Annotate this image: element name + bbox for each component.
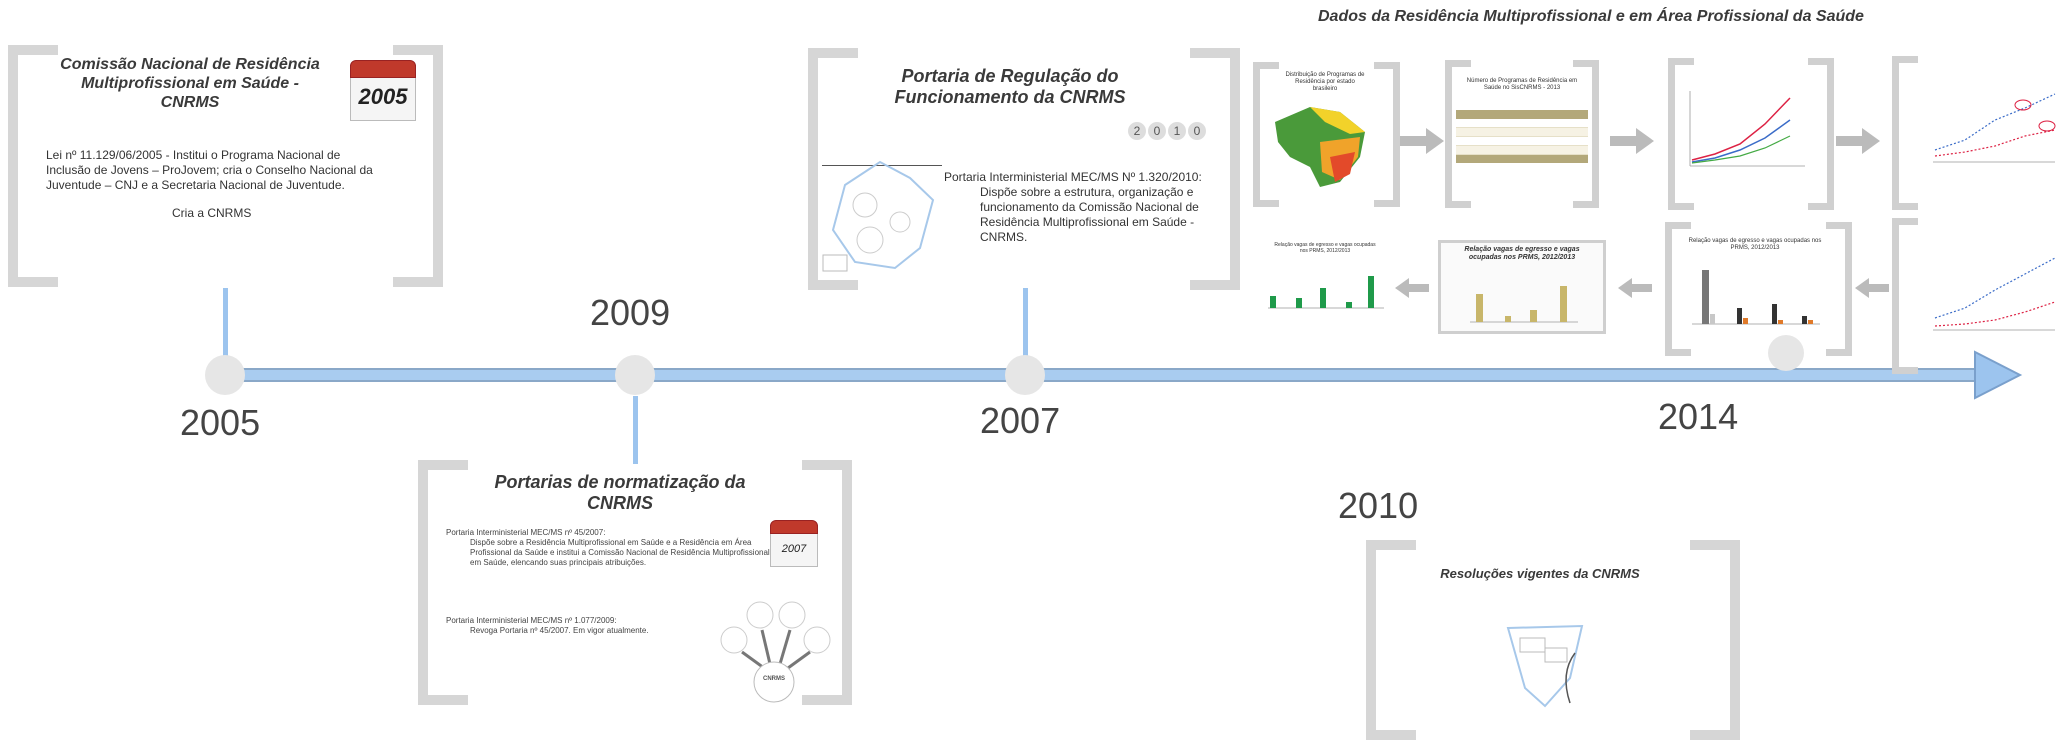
thumb-title: Número de Programas de Residência em Saú… — [1466, 78, 1578, 91]
arrow-right-icon — [1836, 128, 1880, 154]
arrow-right-icon — [1610, 128, 1654, 154]
bracket-right — [1690, 540, 1740, 740]
bracket-right — [802, 460, 852, 705]
bracket-left — [1668, 58, 1694, 210]
bracket-left — [1892, 56, 1918, 210]
center-label: CNRMS — [763, 676, 785, 682]
trend-chart-sketch — [1933, 257, 2056, 331]
calendar-icon: 2007 — [770, 520, 818, 567]
bracket-right — [1808, 58, 1834, 210]
bar-chart-sketch — [1470, 286, 1578, 323]
thumb-title: Relação vagas de egresso e vagas ocupada… — [1464, 246, 1580, 261]
frame-title: Portarias de normatização da CNRMS — [494, 472, 746, 513]
year-label-2010: 2010 — [1338, 485, 1419, 526]
bar-chart-sketch — [1268, 276, 1384, 309]
thumb-title: Distribuição de Programas de Residência … — [1285, 72, 1365, 92]
arrow-left-icon — [1618, 278, 1652, 298]
trend-chart-sketch — [1933, 93, 2056, 163]
bracket-left — [1892, 218, 1918, 374]
bracket-left — [1366, 540, 1416, 740]
dados-title: Dados da Residência Multiprofissional e … — [1318, 8, 1864, 25]
frame-title: Resoluções vigentes da CNRMS — [1440, 566, 1640, 581]
thumb-box — [1438, 240, 1606, 334]
connector-2007 — [1023, 288, 1028, 356]
timeline-dot-2009[interactable] — [615, 355, 655, 395]
thumb-title: Relação vagas de egresso e vagas ocupada… — [1688, 238, 1822, 251]
portaria-2-head: Portaria Interministerial MEC/MS nº 1.07… — [446, 616, 617, 625]
resolucoes-sketch-icon — [1506, 624, 1584, 708]
bracket-left — [8, 45, 58, 287]
frame-body-head: Portaria Interministerial MEC/MS Nº 1.32… — [944, 170, 1202, 184]
hierarchy-diagram-icon — [720, 601, 831, 703]
year-label-2005: 2005 — [180, 402, 261, 443]
thumb-title: Relação vagas de egresso e vagas ocupada… — [1274, 242, 1376, 254]
bracket-right — [393, 45, 443, 287]
bracket-left — [1253, 62, 1279, 207]
digit: 1 — [1168, 122, 1186, 140]
portaria-1-head: Portaria Interministerial MEC/MS nº 45/2… — [446, 528, 606, 537]
digit: 0 — [1188, 122, 1206, 140]
calendar-label: 2007 — [770, 534, 818, 567]
bracket-right — [1190, 48, 1240, 290]
frame-body: Lei nº 11.129/06/2005 - Institui o Progr… — [46, 148, 373, 192]
bar-chart-sketch — [1692, 270, 1820, 325]
mindmap-sketch-icon — [822, 160, 935, 272]
timeline-dot-2005[interactable] — [205, 355, 245, 395]
arrow-left-icon — [1395, 278, 1429, 298]
table-sketch — [1456, 110, 1588, 168]
portaria-1-body: Dispõe sobre a Residência Multiprofissio… — [470, 538, 770, 567]
timeline-dot-2007[interactable] — [1005, 355, 1045, 395]
year-digits: 2 0 1 0 — [1128, 122, 1206, 140]
separator-line — [822, 165, 942, 166]
year-label-2014: 2014 — [1658, 396, 1739, 437]
bracket-left — [418, 460, 468, 705]
frame-body: Dispõe sobre a estrutura, organização e … — [980, 185, 1199, 244]
connector-2009 — [633, 396, 638, 464]
frame-footer: Cria a CNRMS — [172, 206, 252, 220]
year-label-2007: 2007 — [980, 400, 1061, 441]
brazil-map-icon — [1275, 107, 1365, 187]
bracket-right — [1826, 222, 1852, 356]
arrow-right-icon — [1400, 128, 1444, 154]
year-label-2009: 2009 — [590, 292, 671, 333]
portaria-2-body: Revoga Portaria nº 45/2007. Em vigor atu… — [470, 626, 649, 635]
line-chart-sketch — [1689, 91, 1805, 167]
frame-title: Comissão Nacional de Residência Multipro… — [60, 56, 320, 111]
digit: 2 — [1128, 122, 1146, 140]
frame-title: Portaria de Regulação do Funcionamento d… — [894, 66, 1126, 107]
bracket-left — [808, 48, 858, 290]
bracket-left — [1665, 222, 1691, 356]
bracket-right — [1573, 60, 1599, 208]
calendar-label: 2005 — [350, 78, 416, 121]
calendar-icon: 2005 — [350, 60, 416, 121]
arrow-left-icon — [1855, 278, 1889, 298]
timeline-dot-2014[interactable] — [1768, 335, 1804, 371]
connector-2005 — [223, 288, 228, 356]
bracket-right — [1374, 62, 1400, 207]
digit: 0 — [1148, 122, 1166, 140]
bracket-left — [1445, 60, 1471, 208]
